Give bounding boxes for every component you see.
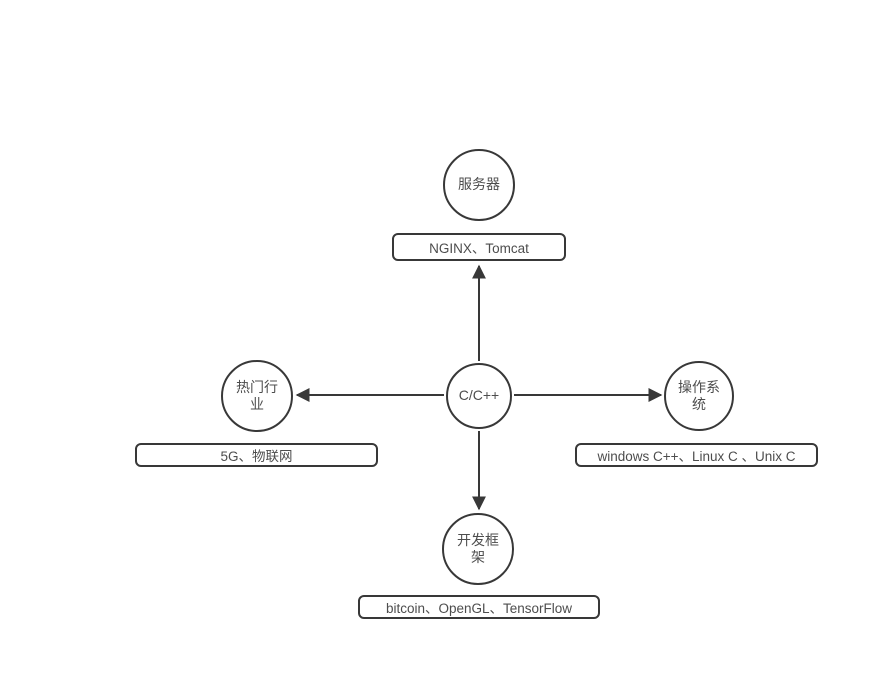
node-dev-framework-label: 开发框架: [457, 531, 499, 566]
detail-server-label: NGINX、Tomcat: [429, 241, 529, 256]
node-server-label: 服务器: [458, 176, 500, 193]
detail-server[interactable]: NGINX、Tomcat: [392, 233, 566, 261]
node-center-cpp-label: C/C++: [458, 387, 500, 404]
node-hot-industry-label: 热门行业: [236, 378, 278, 413]
detail-dev-framework-label: bitcoin、OpenGL、TensorFlow: [385, 601, 573, 616]
detail-operating-system-label: windows C++、Linux C 、Unix C: [597, 449, 796, 464]
node-operating-system[interactable]: 操作系统: [664, 361, 734, 431]
detail-hot-industry-label: 5G、物联网: [220, 449, 293, 464]
detail-operating-system[interactable]: windows C++、Linux C 、Unix C: [575, 443, 818, 467]
detail-dev-framework[interactable]: bitcoin、OpenGL、TensorFlow: [358, 595, 600, 619]
node-center-cpp[interactable]: C/C++: [446, 363, 512, 429]
node-hot-industry[interactable]: 热门行业: [221, 360, 293, 432]
detail-hot-industry[interactable]: 5G、物联网: [135, 443, 378, 467]
node-server[interactable]: 服务器: [443, 149, 515, 221]
node-dev-framework[interactable]: 开发框架: [442, 513, 514, 585]
node-operating-system-label: 操作系统: [678, 378, 720, 413]
